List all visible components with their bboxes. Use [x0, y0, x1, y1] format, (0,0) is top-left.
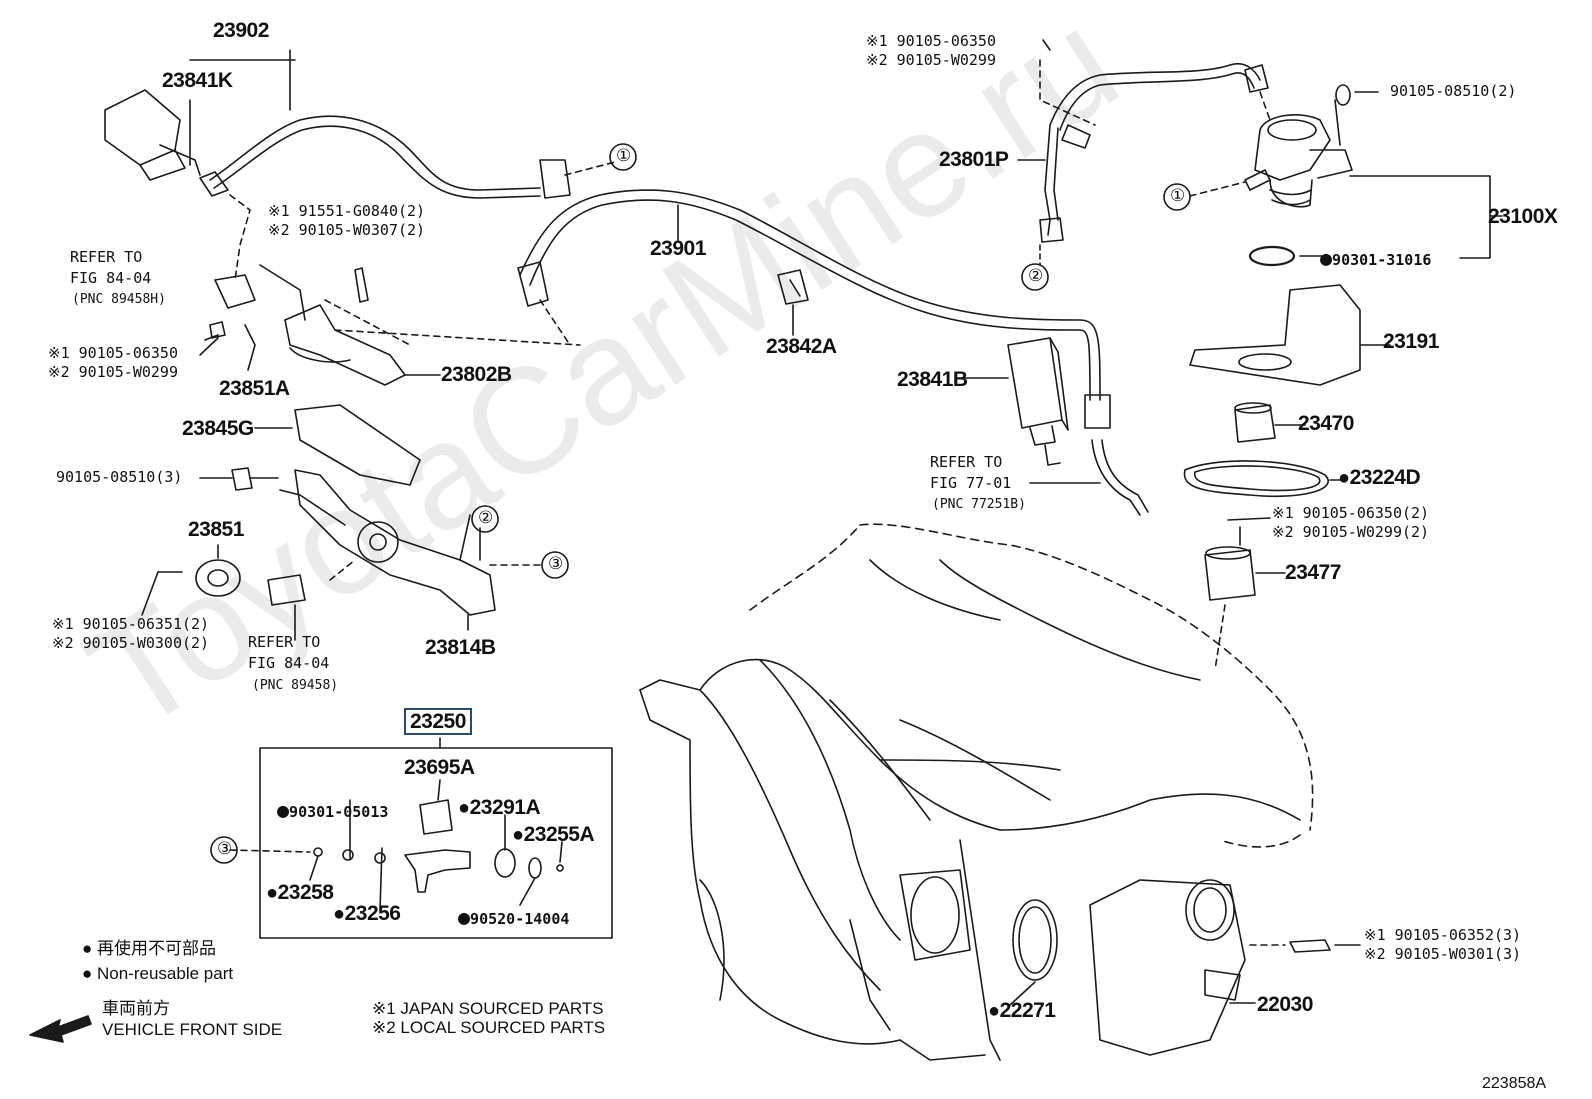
- callout-circle-2a: [1021, 263, 1049, 291]
- label-23258: ●23258: [266, 881, 334, 904]
- ref2-line1: REFER TO: [248, 633, 321, 651]
- front-arrow-icon: [29, 1015, 92, 1043]
- bolt-tb-1: ※1 90105-06352(3): [1364, 926, 1522, 944]
- ref2-line2: FIG 84-04: [248, 654, 330, 672]
- pump-23100x: [1244, 114, 1353, 208]
- label-23224d: ●23224D: [1338, 466, 1421, 489]
- callout-circle-3b: [210, 836, 238, 864]
- label-90105-08510-2: 90105-08510(2): [1390, 82, 1517, 100]
- ref3-line3: (PNC 77251B): [932, 497, 1026, 512]
- spacer-23851: [195, 559, 241, 597]
- bracket-23191: [1189, 284, 1361, 386]
- engine-block: [749, 523, 1314, 848]
- label-23901: 23901: [650, 237, 706, 260]
- label-23477: 23477: [1285, 561, 1341, 584]
- label-23255a: ●23255A: [512, 823, 595, 846]
- kit-23250-box: [259, 747, 613, 939]
- label-23801p: 23801P: [939, 148, 1009, 171]
- bolt-pump-1: ※1 90105-06350(2): [1272, 504, 1430, 522]
- label-23802b: 23802B: [441, 363, 512, 386]
- legend-front-jp: 車両前方: [102, 999, 170, 1018]
- label-22030: 22030: [1257, 993, 1313, 1016]
- throttle-body-22030: [1089, 879, 1246, 1056]
- bolt-top-2: ※2 90105-W0299: [866, 51, 996, 69]
- label-23191: 23191: [1383, 330, 1439, 353]
- canister-23841b: [1007, 337, 1069, 466]
- bolt-pump-2: ※2 90105-W0299(2): [1272, 523, 1430, 541]
- kit-parts: [313, 799, 564, 893]
- legend-front-en: VEHICLE FRONT SIDE: [102, 1020, 283, 1039]
- bolt-clamp-1: ※1 91551-G0840(2): [268, 202, 426, 220]
- bolt-left-1: ※1 90105-06350: [48, 344, 178, 362]
- label-23851a: 23851A: [219, 377, 290, 400]
- gasket-23224d: [1183, 460, 1329, 498]
- label-23695a: 23695A: [404, 756, 475, 779]
- bolt-rail-1: ※1 90105-06351(2): [52, 615, 210, 633]
- label-23470: 23470: [1298, 412, 1354, 435]
- bolt-rail: [231, 467, 279, 491]
- rail-23814b: [279, 469, 496, 616]
- label-23902: 23902: [213, 19, 269, 42]
- legend-nonreuse-en: ● Non-reusable part: [82, 964, 234, 983]
- callout-circle-2b: [471, 505, 499, 533]
- label-90105-08510-3: 90105-08510(3): [56, 468, 183, 486]
- label-23851: 23851: [188, 518, 244, 541]
- flange-engine: [899, 869, 971, 961]
- label-23845g: 23845G: [182, 417, 254, 440]
- callout-2b: ②: [478, 508, 494, 527]
- bolt-small: [354, 267, 369, 303]
- callout-2a: ②: [1028, 266, 1044, 285]
- sleeve-23477: [1204, 546, 1256, 601]
- legend-src-2: ※2 LOCAL SOURCED PARTS: [372, 1018, 606, 1037]
- bracket-23841k: [104, 89, 201, 181]
- legend-nonreuse-jp: ● 再使用不可部品: [82, 939, 216, 958]
- ref1-line1: REFER TO: [70, 248, 143, 266]
- clip-23842a: [777, 269, 809, 305]
- label-23250: 23250: [404, 708, 472, 735]
- bolt-top-1: ※1 90105-06350: [866, 32, 996, 50]
- callout-1b: ①: [1170, 186, 1186, 205]
- ref2-line3: (PNC 89458): [252, 678, 339, 693]
- label-90520-14004: ●90520-14004: [458, 905, 570, 929]
- ref3-line2: FIG 77-01: [930, 474, 1012, 492]
- hose-23902: [199, 115, 571, 199]
- cover-23845g: [294, 404, 421, 486]
- bolt-tb-2: ※2 90105-W0301(3): [1364, 945, 1522, 963]
- label-90301-05013: ●90301-05013: [277, 798, 389, 822]
- ref1-line3: (PNC 89458H): [72, 292, 166, 307]
- callout-circle-1a: [609, 143, 637, 171]
- intake-manifold: [639, 559, 1301, 1061]
- label-23256: ●23256: [333, 902, 401, 925]
- callout-3a: ③: [548, 554, 564, 573]
- bracket-23802b: [284, 299, 581, 386]
- figure-id: 223858A: [1482, 1075, 1547, 1092]
- callout-3b: ③: [217, 839, 233, 858]
- sleeve-23470: [1234, 402, 1276, 443]
- label-23841k: 23841K: [162, 69, 233, 92]
- bolt-clamp-2: ※2 90105-W0307(2): [268, 221, 426, 239]
- callout-circle-1b: [1163, 183, 1191, 211]
- legend-src-1: ※1 JAPAN SOURCED PARTS: [372, 999, 604, 1018]
- ref1-line2: FIG 84-04: [70, 269, 152, 287]
- label-23100x: 23100X: [1488, 205, 1558, 228]
- hose-23901: [517, 189, 1111, 429]
- callout-circle-3a: [541, 551, 569, 579]
- label-90301-31016: ●90301-31016: [1320, 246, 1432, 270]
- bolt-rail-2: ※2 90105-W0300(2): [52, 634, 210, 652]
- gasket-22271: [1012, 899, 1058, 981]
- pipe-23801p: [1039, 62, 1269, 243]
- callout-1a: ①: [616, 146, 632, 165]
- label-23814b: 23814B: [425, 636, 496, 659]
- bolt-left-2: ※2 90105-W0299: [48, 363, 178, 381]
- label-23841b: 23841B: [897, 368, 968, 391]
- label-22271: ●22271: [988, 999, 1056, 1022]
- sensor-left: [214, 264, 306, 321]
- ref3-line1: REFER TO: [930, 453, 1003, 471]
- label-23842a: 23842A: [766, 335, 837, 358]
- label-23291a: ●23291A: [458, 796, 541, 819]
